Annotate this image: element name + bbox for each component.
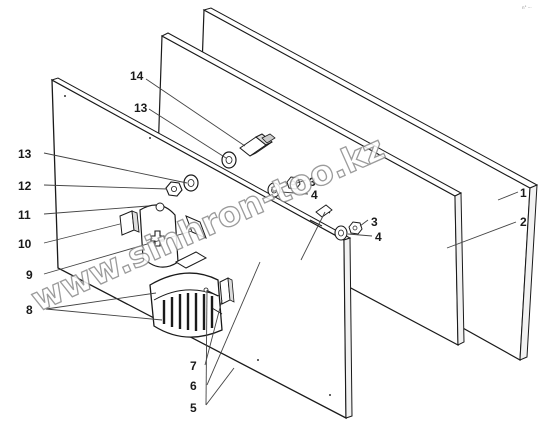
callout-1: 1 xyxy=(520,186,527,200)
callout-7: 7 xyxy=(190,359,197,373)
nut-12 xyxy=(165,181,183,197)
callout-8: 8 xyxy=(26,303,33,317)
nut-3-upper xyxy=(286,176,301,190)
callout-2: 2 xyxy=(520,215,527,229)
callout-11: 11 xyxy=(18,208,31,222)
bracket-11 xyxy=(119,210,140,236)
bolt-14 xyxy=(239,133,276,157)
clip-7 xyxy=(219,277,235,305)
callout-9: 9 xyxy=(26,268,33,282)
callout-14: 14 xyxy=(130,69,144,83)
washer-4-lower xyxy=(334,225,348,241)
panel-2 xyxy=(156,32,465,347)
callout-13-left: 13 xyxy=(18,147,32,161)
callout-12: 12 xyxy=(18,179,32,193)
callout-13-top: 13 xyxy=(134,101,148,115)
callout-6: 6 xyxy=(190,379,197,393)
cover-8 xyxy=(149,272,223,338)
callout-4-upper: 4 xyxy=(311,188,318,202)
washer-4-upper xyxy=(267,182,281,198)
through-pin xyxy=(309,204,333,227)
mount-10 xyxy=(139,202,179,268)
callout-10: 10 xyxy=(18,237,32,251)
callout-labels: 1 2 3 3 4 4 5 6 7 8 9 10 11 12 13 13 14 xyxy=(18,69,527,415)
washer-13-lower xyxy=(183,174,199,192)
callout-5: 5 xyxy=(190,401,197,415)
callout-4-lower: 4 xyxy=(375,230,382,244)
callout-3-lower: 3 xyxy=(371,215,378,229)
callout-3-upper: 3 xyxy=(309,175,316,189)
corner-mark: n° ··· xyxy=(522,5,532,10)
clamp-9 xyxy=(174,215,208,269)
leader-lines xyxy=(43,78,519,406)
washer-13-upper xyxy=(221,151,237,169)
panel-5 xyxy=(50,77,353,420)
nut-3-lower xyxy=(348,221,363,235)
